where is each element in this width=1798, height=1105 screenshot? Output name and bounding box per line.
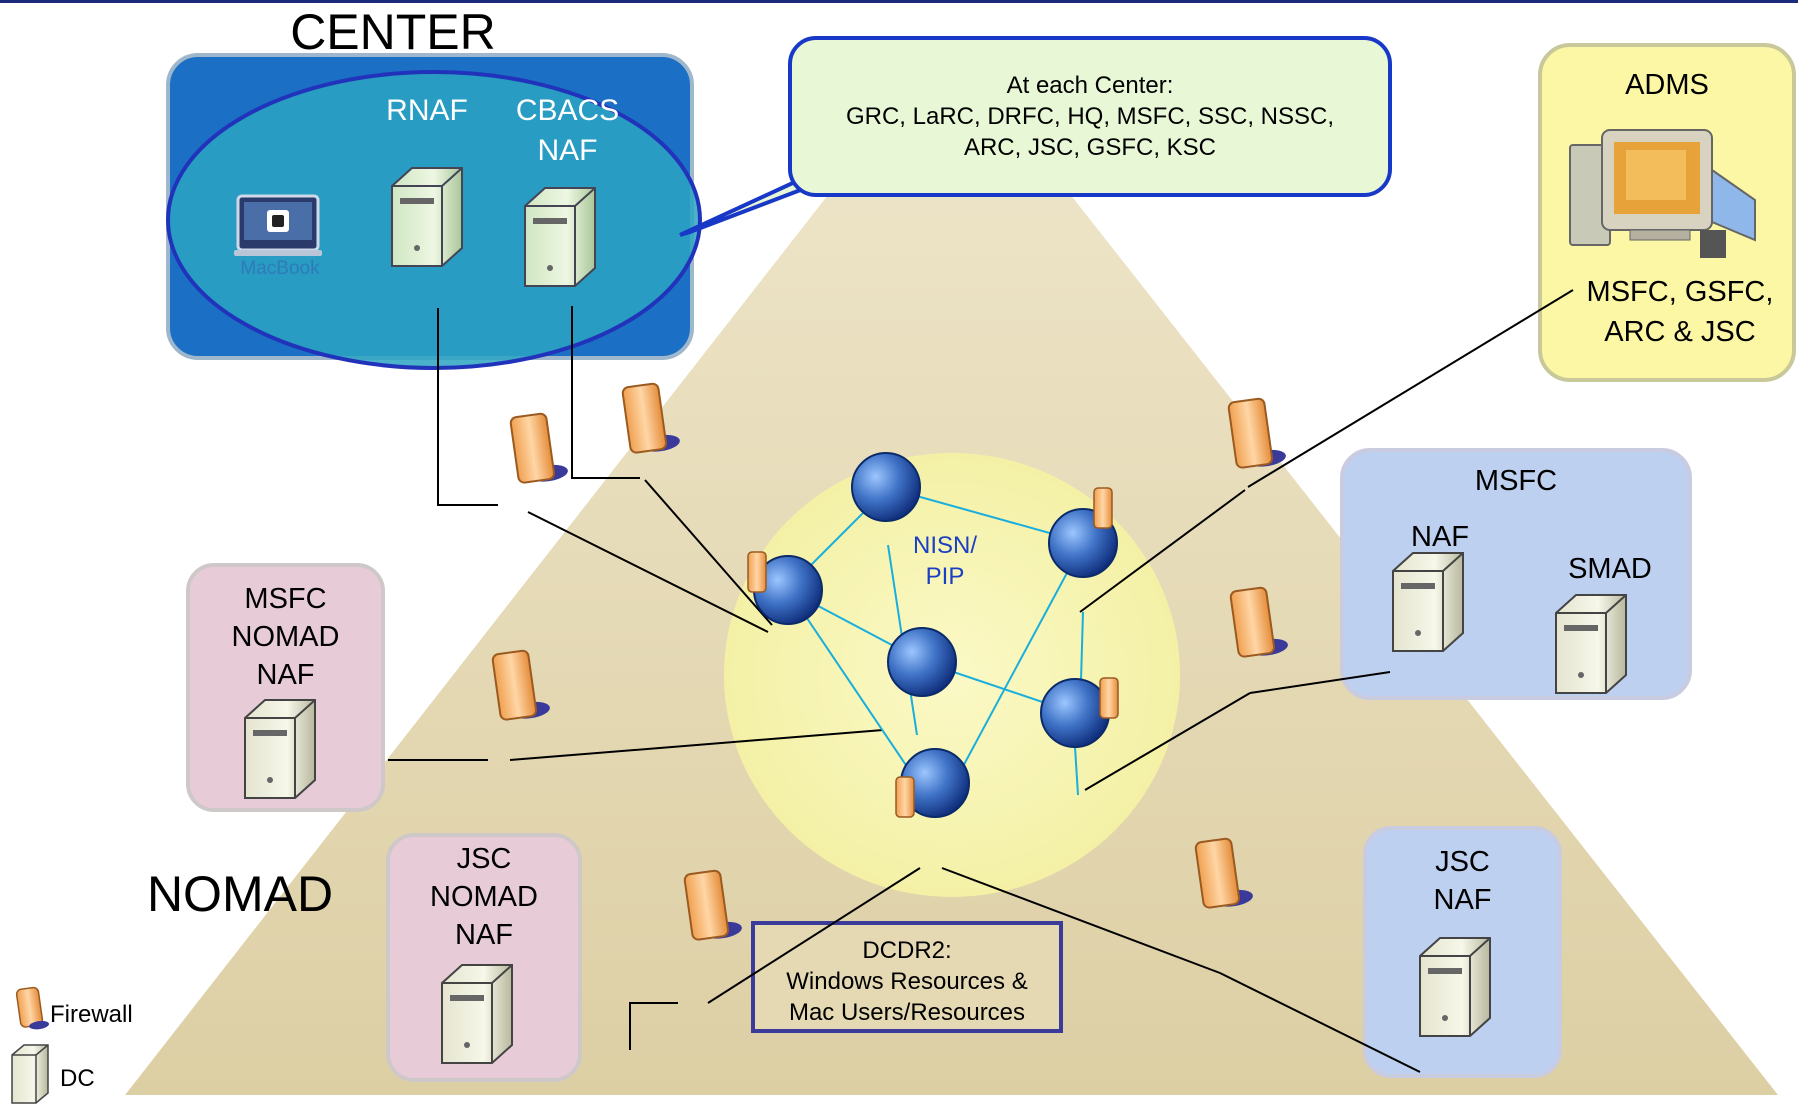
legend-firewall-icon	[15, 986, 50, 1030]
jsc-naf-line2: NAF	[1433, 884, 1492, 916]
nisn-line2: PIP	[925, 563, 965, 590]
firewall-icon	[509, 412, 568, 484]
callout-box	[788, 36, 1392, 197]
connection-lines	[388, 289, 1574, 1073]
adms-line2: ARC & JSC	[1604, 316, 1756, 348]
nisn-line1: NISN/	[912, 532, 977, 559]
firewall-icon	[1093, 487, 1113, 529]
firewalls	[491, 382, 1288, 941]
callout-line3: ARC, JSC, GSFC, KSC	[963, 134, 1217, 161]
firewall-icon	[895, 776, 915, 818]
firewall-icon	[683, 869, 742, 941]
msfc-naf-server-icon	[1392, 552, 1464, 652]
globe-icon	[851, 452, 921, 522]
rnaf-server-icon	[391, 167, 463, 267]
msfc-nomad-line2: NOMAD	[231, 621, 340, 653]
legend-dc-icon	[11, 1044, 49, 1104]
adms-line1: MSFC, GSFC,	[1586, 276, 1774, 308]
msfc-nomad-line3: NAF	[256, 659, 315, 691]
msfc-naf-label: NAF	[1411, 521, 1469, 553]
center-title: CENTER	[290, 4, 496, 60]
cbacs-label-line1: CBACS	[515, 94, 620, 127]
cbacs-server-icon	[524, 187, 596, 287]
firewall-icon	[1227, 397, 1286, 469]
cbacs-label-line2: NAF	[537, 134, 598, 167]
nomad-label: NOMAD	[146, 866, 334, 922]
msfc-title: MSFC	[1474, 465, 1558, 497]
globe-icon	[887, 627, 957, 697]
firewall-icon	[621, 382, 680, 454]
msfc-nomad-server-icon	[244, 699, 316, 799]
rnaf-label: RNAF	[386, 94, 468, 127]
jsc-nomad-server-icon	[441, 964, 513, 1064]
jsc-nomad-line1: JSC	[456, 843, 512, 875]
firewall-icon	[491, 649, 550, 721]
top-border	[0, 0, 1798, 3]
smad-server-icon	[1555, 594, 1627, 694]
jsc-naf-line1: JSC	[1435, 846, 1490, 878]
smad-label: SMAD	[1568, 553, 1652, 585]
dcdr2-line1: DCDR2:	[862, 937, 952, 964]
adms-title: ADMS	[1625, 69, 1709, 101]
firewall-icon	[747, 551, 767, 593]
callout-line1: At each Center:	[1006, 72, 1174, 99]
jsc-nomad-line2: NOMAD	[430, 881, 538, 913]
macbook-icon	[234, 194, 322, 256]
msfc-nomad-box	[186, 563, 385, 812]
jsc-nomad-box	[386, 833, 582, 1082]
globe-icon	[1040, 678, 1110, 748]
msfc-nomad-line1: MSFC	[244, 583, 327, 615]
jsc-nomad-line3: NAF	[455, 919, 513, 951]
firewall-icon	[1099, 677, 1119, 719]
dcdr2-line2: Windows Resources &	[786, 968, 1028, 995]
firewall-icon	[1229, 586, 1288, 658]
computer-icon	[1569, 129, 1756, 258]
legend-firewall-label: Firewall	[50, 1001, 133, 1028]
firewall-icon	[1194, 837, 1253, 909]
jsc-naf-server-icon	[1419, 937, 1491, 1037]
macbook-label: MacBook	[240, 258, 320, 279]
servers	[244, 167, 1627, 1064]
legend-dc-label: DC	[60, 1065, 95, 1092]
callout-line2: GRC, LaRC, DRFC, HQ, MSFC, SSC, NSSC,	[845, 103, 1335, 130]
dcdr2-line3: Mac Users/Resources	[788, 999, 1026, 1026]
